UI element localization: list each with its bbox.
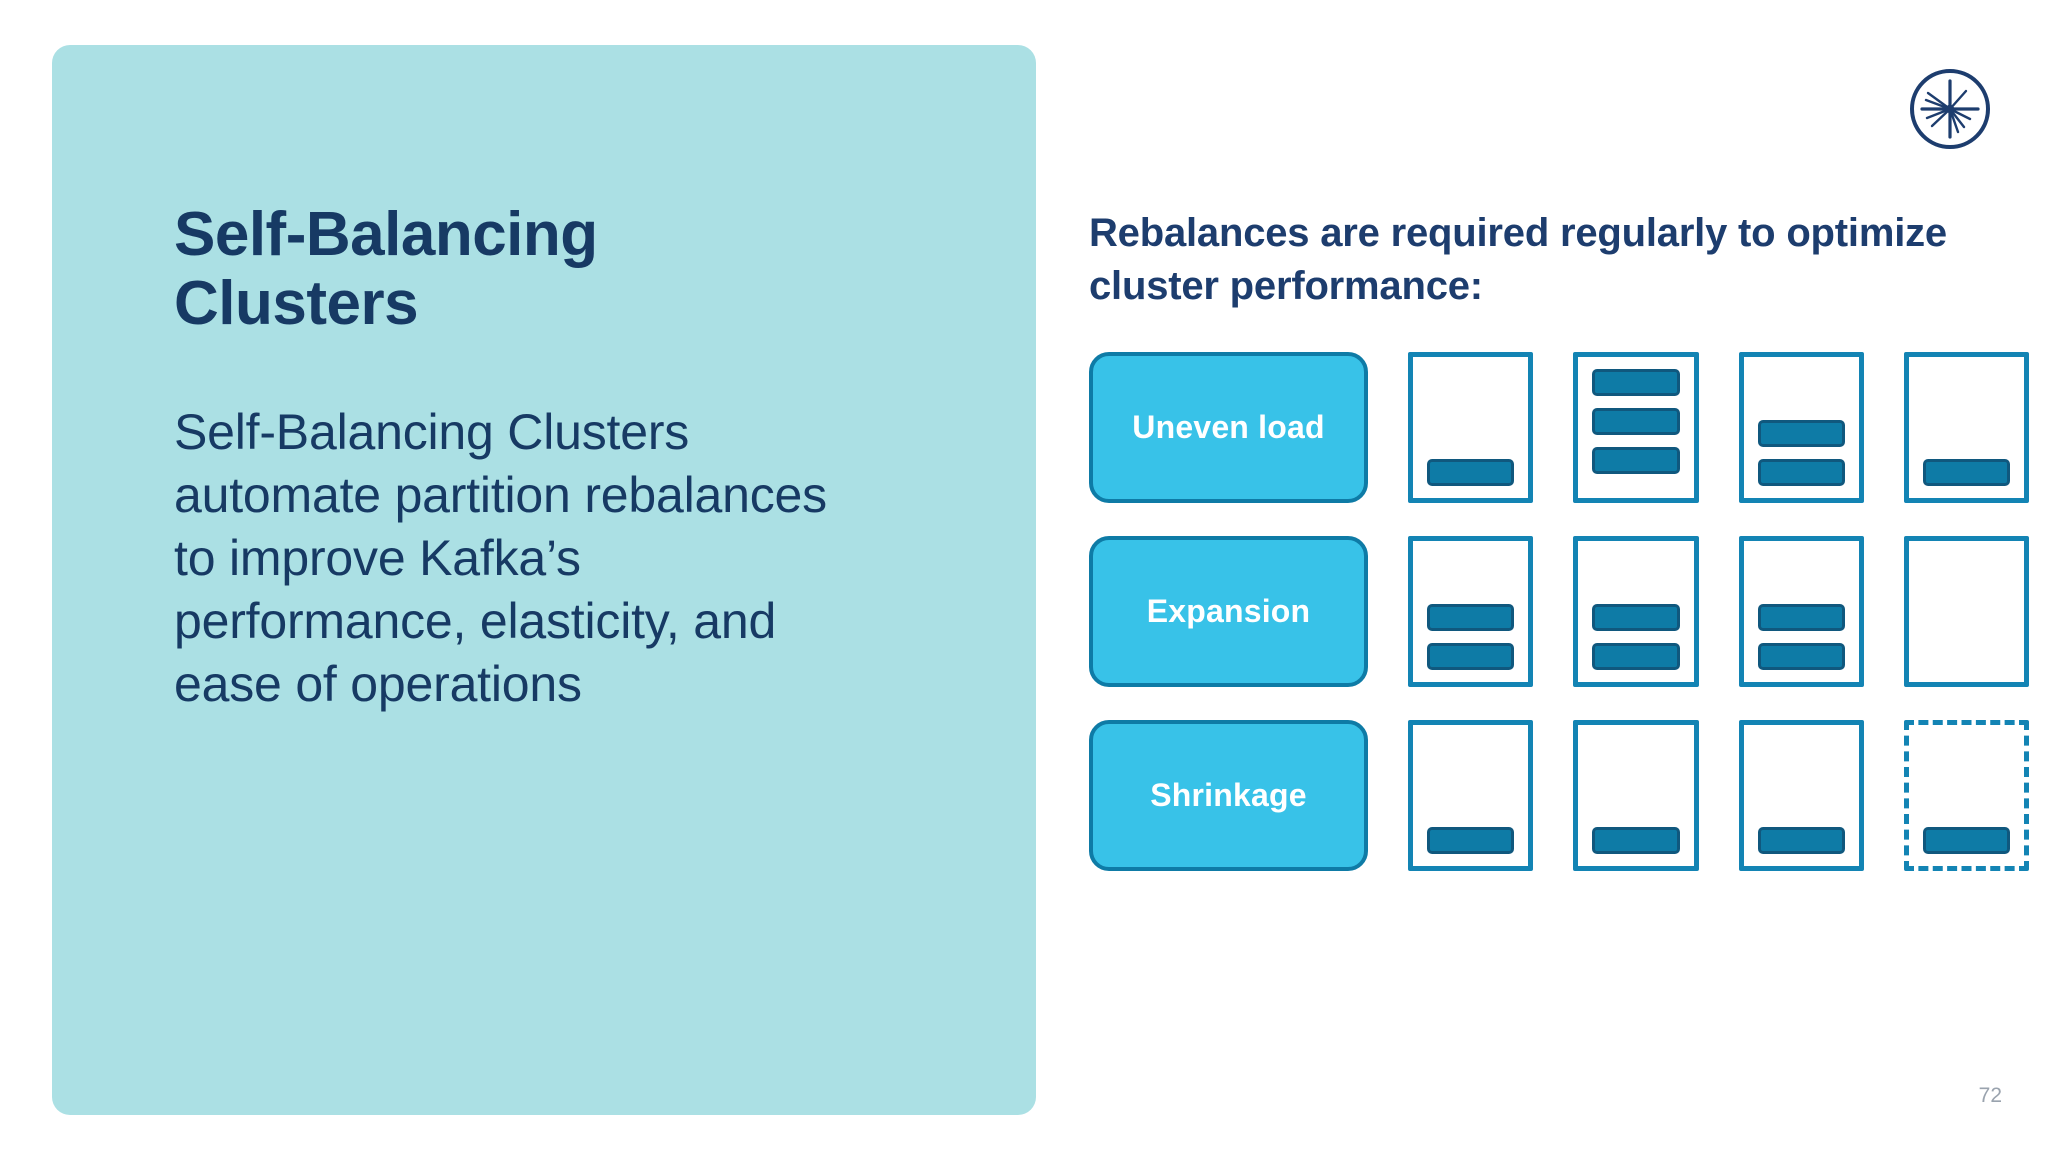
broker-box[interactable] <box>1408 720 1534 871</box>
partition-bar <box>1592 643 1680 670</box>
page-number: 72 <box>1978 1084 2002 1107</box>
row-label-expansion[interactable]: Expansion <box>1089 536 1368 687</box>
confluent-logo-icon <box>1908 67 1992 151</box>
partition-bar <box>1757 420 1845 447</box>
partition-bar <box>1922 827 2010 854</box>
broker-box[interactable] <box>1738 352 1864 503</box>
partition-bar <box>1427 604 1515 631</box>
broker-box[interactable] <box>1408 352 1534 503</box>
diagram-row: Shrinkage <box>1089 720 2029 871</box>
broker-box[interactable] <box>1573 536 1699 687</box>
partition-bar <box>1757 827 1845 854</box>
section-heading: Rebalances are required regularly to opt… <box>1089 211 1947 308</box>
row-label-uneven-load[interactable]: Uneven load <box>1089 352 1368 503</box>
partition-bar <box>1592 827 1680 854</box>
partition-bar <box>1427 827 1515 854</box>
partition-bar <box>1592 447 1680 474</box>
diagram-row: Uneven load <box>1089 352 2029 503</box>
partition-bar <box>1757 459 1845 486</box>
broker-box[interactable] <box>1573 720 1699 871</box>
broker-box[interactable] <box>1903 352 2029 503</box>
broker-box-group <box>1408 352 2029 503</box>
broker-box[interactable] <box>1738 720 1864 871</box>
broker-box-group <box>1408 720 2029 871</box>
broker-box[interactable] <box>1903 536 2029 687</box>
broker-box-group <box>1408 536 2029 687</box>
partition-bar <box>1427 643 1515 670</box>
broker-box[interactable] <box>1903 720 2029 871</box>
left-content-panel: Self-Balancing Clusters Self-Balancing C… <box>52 45 1036 1115</box>
partition-bar <box>1592 604 1680 631</box>
diagram-row: Expansion <box>1089 536 2029 687</box>
partition-bar <box>1922 459 2010 486</box>
partition-bar <box>1427 459 1515 486</box>
broker-box[interactable] <box>1573 352 1699 503</box>
partition-bar <box>1757 604 1845 631</box>
partition-bar <box>1592 369 1680 396</box>
page-title: Self-Balancing Clusters <box>174 200 598 339</box>
broker-box[interactable] <box>1738 536 1864 687</box>
partition-bar <box>1592 408 1680 435</box>
slide-body-text: Self-Balancing Clusters automate partiti… <box>174 403 827 712</box>
row-label-shrinkage[interactable]: Shrinkage <box>1089 720 1368 871</box>
partition-bar <box>1757 643 1845 670</box>
right-content-panel: Rebalances are required regularly to opt… <box>1036 0 2048 1152</box>
broker-box[interactable] <box>1408 536 1534 687</box>
